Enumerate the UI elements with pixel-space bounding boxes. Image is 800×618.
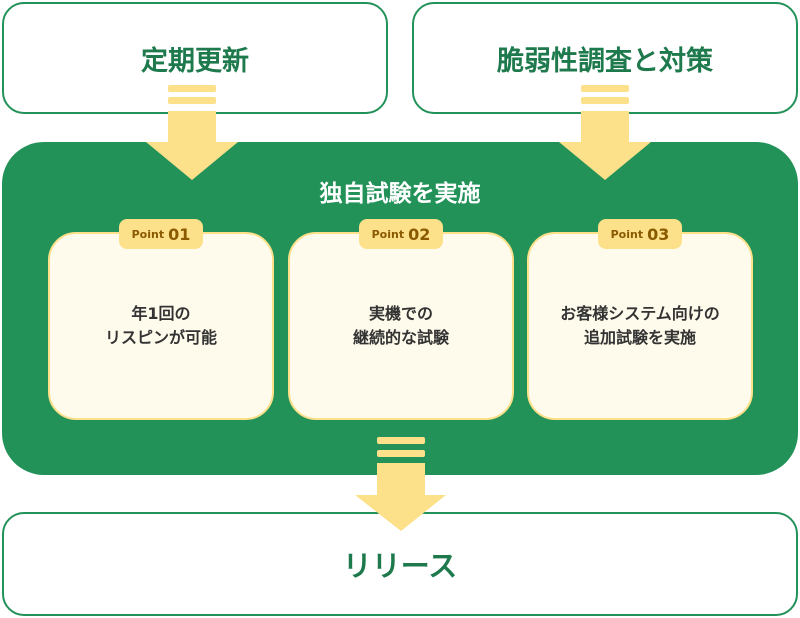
point-card-02: 実機での継続的な試験	[288, 232, 514, 420]
point-card-03: お客様システム向けの追加試験を実施	[527, 232, 753, 420]
badge-prefix: Point	[131, 227, 165, 241]
badge-number: 01	[168, 224, 191, 244]
badge-number: 03	[647, 224, 670, 244]
point-text: 追加試験を実施	[583, 328, 696, 347]
badge-prefix: Point	[371, 227, 405, 241]
panel-title: 独自試験を実施	[319, 181, 481, 207]
release-label: リリース	[342, 549, 458, 583]
badge-prefix: Point	[610, 227, 644, 241]
badge-number: 02	[408, 224, 431, 244]
point-text: お客様システム向けの	[560, 304, 720, 323]
regular-update-label: 定期更新	[141, 45, 249, 77]
vulnerability-label: 脆弱性調査と対策	[497, 45, 713, 77]
point-text: 年1回の	[131, 304, 191, 323]
point-text: リスピンが可能	[104, 328, 217, 347]
point-text: 継続的な試験	[352, 328, 449, 347]
regular-update-box: 定期更新	[2, 2, 388, 114]
point-card-01: 年1回のリスピンが可能	[48, 232, 274, 420]
point-text: 実機での	[368, 304, 433, 323]
